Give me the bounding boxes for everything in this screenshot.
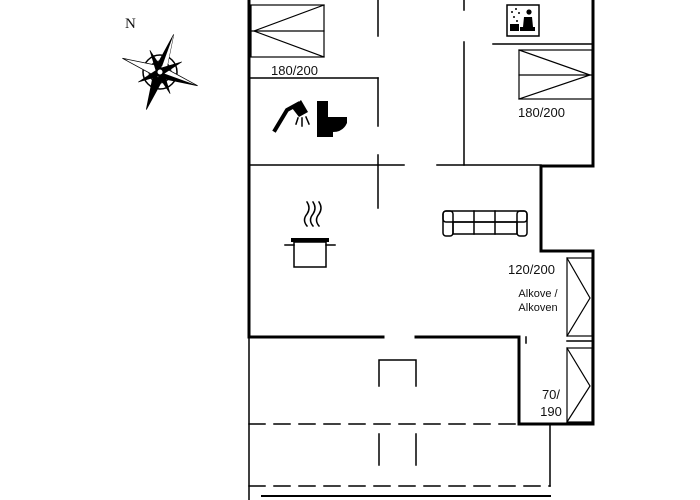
- bed-size-label-right: 180/200: [518, 105, 565, 120]
- compass-rose-icon: [122, 34, 198, 110]
- compass-north-label: N: [125, 16, 136, 32]
- double-bed-icon: [250, 4, 325, 58]
- inner-walls: [248, 0, 594, 344]
- alcove-label-line1: Alkove /: [518, 288, 558, 300]
- outer-walls: [247, 0, 595, 426]
- cooking-pot-icon: [284, 200, 336, 268]
- single-bed-icon: [566, 257, 593, 337]
- toilet-icon: [317, 101, 347, 137]
- terrace-lines: [248, 336, 551, 500]
- bed-size-label-alcove: 120/200: [508, 262, 555, 277]
- sauna-icon: [506, 4, 540, 37]
- single-bed-icon: [566, 347, 593, 423]
- bed-size-label-top-left: 180/200: [271, 63, 318, 78]
- double-bed-icon: [518, 49, 593, 100]
- small-bed-label-line2: 190: [540, 404, 562, 419]
- sofa-icon: [442, 210, 528, 237]
- alcove-label-line2: Alkoven: [518, 302, 558, 314]
- small-bed-label: 70/ 190: [536, 386, 566, 420]
- alcove-label: Alkove / Alkoven: [512, 287, 564, 315]
- small-bed-label-line1: 70/: [541, 387, 561, 402]
- shower-icon: [272, 100, 310, 133]
